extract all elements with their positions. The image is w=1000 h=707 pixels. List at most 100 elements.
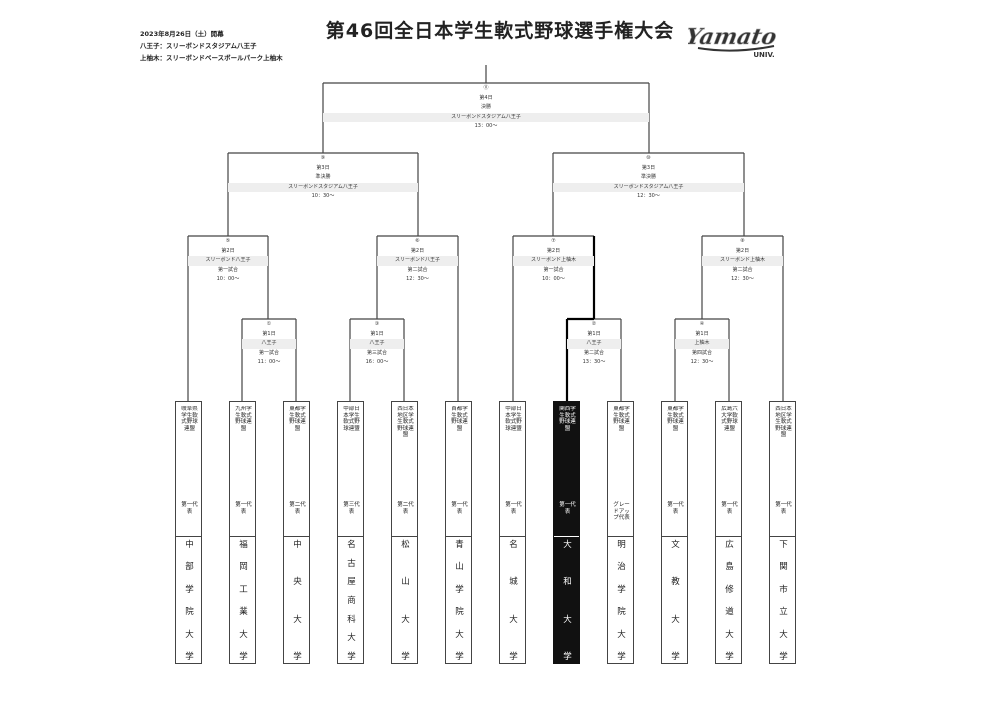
team-name-char: 学 bbox=[347, 651, 356, 662]
team-name-char: 央 bbox=[293, 577, 302, 588]
team-name: 中部学院大学 bbox=[180, 540, 199, 662]
team-name-char: 大 bbox=[401, 614, 410, 625]
team-box: 広島六大学軟式野球連盟 広島修道大学 第一代表 bbox=[715, 401, 742, 664]
team-name-char: 大 bbox=[563, 614, 572, 625]
team-box: 東都学生軟式野球連盟 文教大学 第一代表 bbox=[661, 401, 688, 664]
team-name-char: 松 bbox=[401, 540, 410, 550]
match-round1-4: ④ 第1日 上柚木 第四試合 12：30〜 bbox=[675, 320, 729, 368]
page-title: 第46回全日本学生軟式野球選手権大会 bbox=[325, 20, 675, 42]
team-name: 名城大学 bbox=[504, 540, 523, 662]
team-name-char: 山 bbox=[401, 577, 410, 588]
team-name-char: 学 bbox=[401, 651, 410, 662]
team-name: 松山大学 bbox=[396, 540, 415, 662]
team-name: 青山学院大学 bbox=[450, 540, 469, 662]
team-name-char: 広 bbox=[725, 540, 734, 550]
team-conference: 関西学生軟式野球連盟 bbox=[559, 406, 576, 432]
team-representative: 第一代表 bbox=[775, 502, 792, 515]
match-semifinal-10: ⑩ 第3日 準決勝 スリーボンドスタジアム八王子 12：30〜 bbox=[553, 154, 744, 202]
team-name: 明治学院大学 bbox=[612, 540, 631, 662]
team-representative: 第二代表 bbox=[397, 502, 414, 515]
team-name-char: 学 bbox=[185, 584, 194, 595]
team-conference: 東都学生軟式野球連盟 bbox=[667, 406, 684, 432]
match-quarterfinal-7: ⑦ 第2日 スリーボンド上柚木 第一試合 10：00〜 bbox=[513, 237, 594, 285]
yamato-univ-logo: Yamato UNIV. bbox=[683, 20, 780, 66]
team-conference: 東都学生軟式野球連盟 bbox=[613, 406, 630, 432]
match-quarterfinal-6: ⑥ 第2日 スリーボンド八王子 第二試合 12：30〜 bbox=[377, 237, 458, 285]
team-name: 中央大学 bbox=[288, 540, 307, 662]
team-conference: 中部日本学生軟式野球連盟 bbox=[343, 406, 360, 432]
team-representative: 第一代表 bbox=[721, 502, 738, 515]
team-name-char: 青 bbox=[455, 540, 464, 550]
match-round1-3: ③ 第1日 八王子 第三試合 16：00〜 bbox=[350, 320, 404, 368]
team-name-char: 学 bbox=[725, 651, 734, 662]
team-name-char: 学 bbox=[185, 651, 194, 662]
team-box: 東都学生軟式野球連盟 中央大学 第二代表 bbox=[283, 401, 310, 664]
team-box: 岐阜県学生軟式野球連盟 中部学院大学 第一代表 bbox=[175, 401, 202, 664]
team-name-char: 中 bbox=[293, 540, 302, 550]
team-name-char: 古 bbox=[347, 558, 356, 569]
team-name-char: 岡 bbox=[239, 562, 248, 573]
team-conference: 広島六大学軟式野球連盟 bbox=[721, 406, 738, 432]
team-box: 東都学生軟式野球連盟 明治学院大学 グレードアップ代表 bbox=[607, 401, 634, 664]
team-name-char: 大 bbox=[779, 629, 788, 640]
team-representative: 第一代表 bbox=[181, 502, 198, 515]
team-name-char: 学 bbox=[563, 651, 572, 662]
team-name-char: 教 bbox=[671, 577, 680, 588]
team-name-char: 学 bbox=[617, 651, 626, 662]
team-name: 福岡工業大学 bbox=[234, 540, 253, 662]
team-name-char: 名 bbox=[509, 540, 518, 550]
team-representative: 第三代表 bbox=[343, 502, 360, 515]
team-box: 中部日本学生軟式野球連盟 名古屋商科大学 第三代表 bbox=[337, 401, 364, 664]
team-name-char: 大 bbox=[671, 614, 680, 625]
team-representative: 第一代表 bbox=[451, 502, 468, 515]
team-name-char: 業 bbox=[239, 607, 248, 618]
team-name-char: 城 bbox=[509, 577, 518, 588]
team-box: 西日本地区学生軟式野球連盟 下関市立大学 第一代表 bbox=[769, 401, 796, 664]
team-representative: 第一代表 bbox=[235, 502, 252, 515]
team-representative: グレードアップ代表 bbox=[613, 502, 630, 521]
team-name: 下関市立大学 bbox=[774, 540, 793, 662]
team-name: 名古屋商科大学 bbox=[342, 540, 361, 662]
team-name-char: 学 bbox=[617, 584, 626, 595]
team-name-char: 関 bbox=[779, 562, 788, 573]
team-conference: 西日本地区学生軟式野球連盟 bbox=[397, 406, 414, 438]
match-semifinal-9: ⑨ 第3日 準決勝 スリーボンドスタジアム八王子 10：30〜 bbox=[228, 154, 418, 202]
team-representative: 第一代表 bbox=[505, 502, 522, 515]
team-representative: 第二代表 bbox=[289, 502, 306, 515]
team-name-char: 院 bbox=[617, 607, 626, 618]
team-box-highlighted: 関西学生軟式野球連盟 大和大学 第一代表 bbox=[553, 401, 580, 664]
team-conference: 西日本地区学生軟式野球連盟 bbox=[775, 406, 792, 438]
team-name-char: 大 bbox=[185, 629, 194, 640]
logo-text: Yamato bbox=[688, 24, 779, 50]
team-name-char: 大 bbox=[509, 614, 518, 625]
team-name-char: 修 bbox=[725, 584, 734, 595]
team-name-char: 学 bbox=[509, 651, 518, 662]
team-box: 首都学生軟式野球連盟 青山学院大学 第一代表 bbox=[445, 401, 472, 664]
team-name-char: 学 bbox=[455, 584, 464, 595]
team-name-char: 大 bbox=[563, 540, 572, 550]
team-name-char: 福 bbox=[239, 540, 248, 550]
venue-hachioji: 八王子：スリーボンドスタジアム八王子 bbox=[140, 42, 257, 50]
team-name-char: 学 bbox=[779, 651, 788, 662]
match-round1-1: ① 第1日 八王子 第一試合 11：00〜 bbox=[242, 320, 296, 368]
team-conference: 九州学生軟式野球連盟 bbox=[235, 406, 252, 432]
team-name-char: 科 bbox=[347, 614, 356, 625]
team-name-char: 大 bbox=[617, 629, 626, 640]
team-name-char: 大 bbox=[239, 629, 248, 640]
team-name-char: 山 bbox=[455, 562, 464, 573]
team-name-char: 院 bbox=[455, 607, 464, 618]
team-name-char: 工 bbox=[239, 584, 248, 595]
team-representative: 第一代表 bbox=[667, 502, 684, 515]
event-date: 2023年8月26日（土）開幕 bbox=[140, 30, 224, 38]
team-name-char: 明 bbox=[617, 540, 626, 550]
team-name-char: 学 bbox=[239, 651, 248, 662]
team-name-char: 和 bbox=[563, 577, 572, 588]
team-name-char: 中 bbox=[185, 540, 194, 550]
team-name-char: 立 bbox=[779, 607, 788, 618]
team-name-char: 商 bbox=[347, 595, 356, 606]
team-name: 文教大学 bbox=[666, 540, 685, 662]
team-name-char: 大 bbox=[347, 633, 356, 644]
team-name-char: 文 bbox=[671, 540, 680, 550]
team-conference: 中部日本学生軟式野球連盟 bbox=[505, 406, 522, 432]
team-name-char: 道 bbox=[725, 607, 734, 618]
